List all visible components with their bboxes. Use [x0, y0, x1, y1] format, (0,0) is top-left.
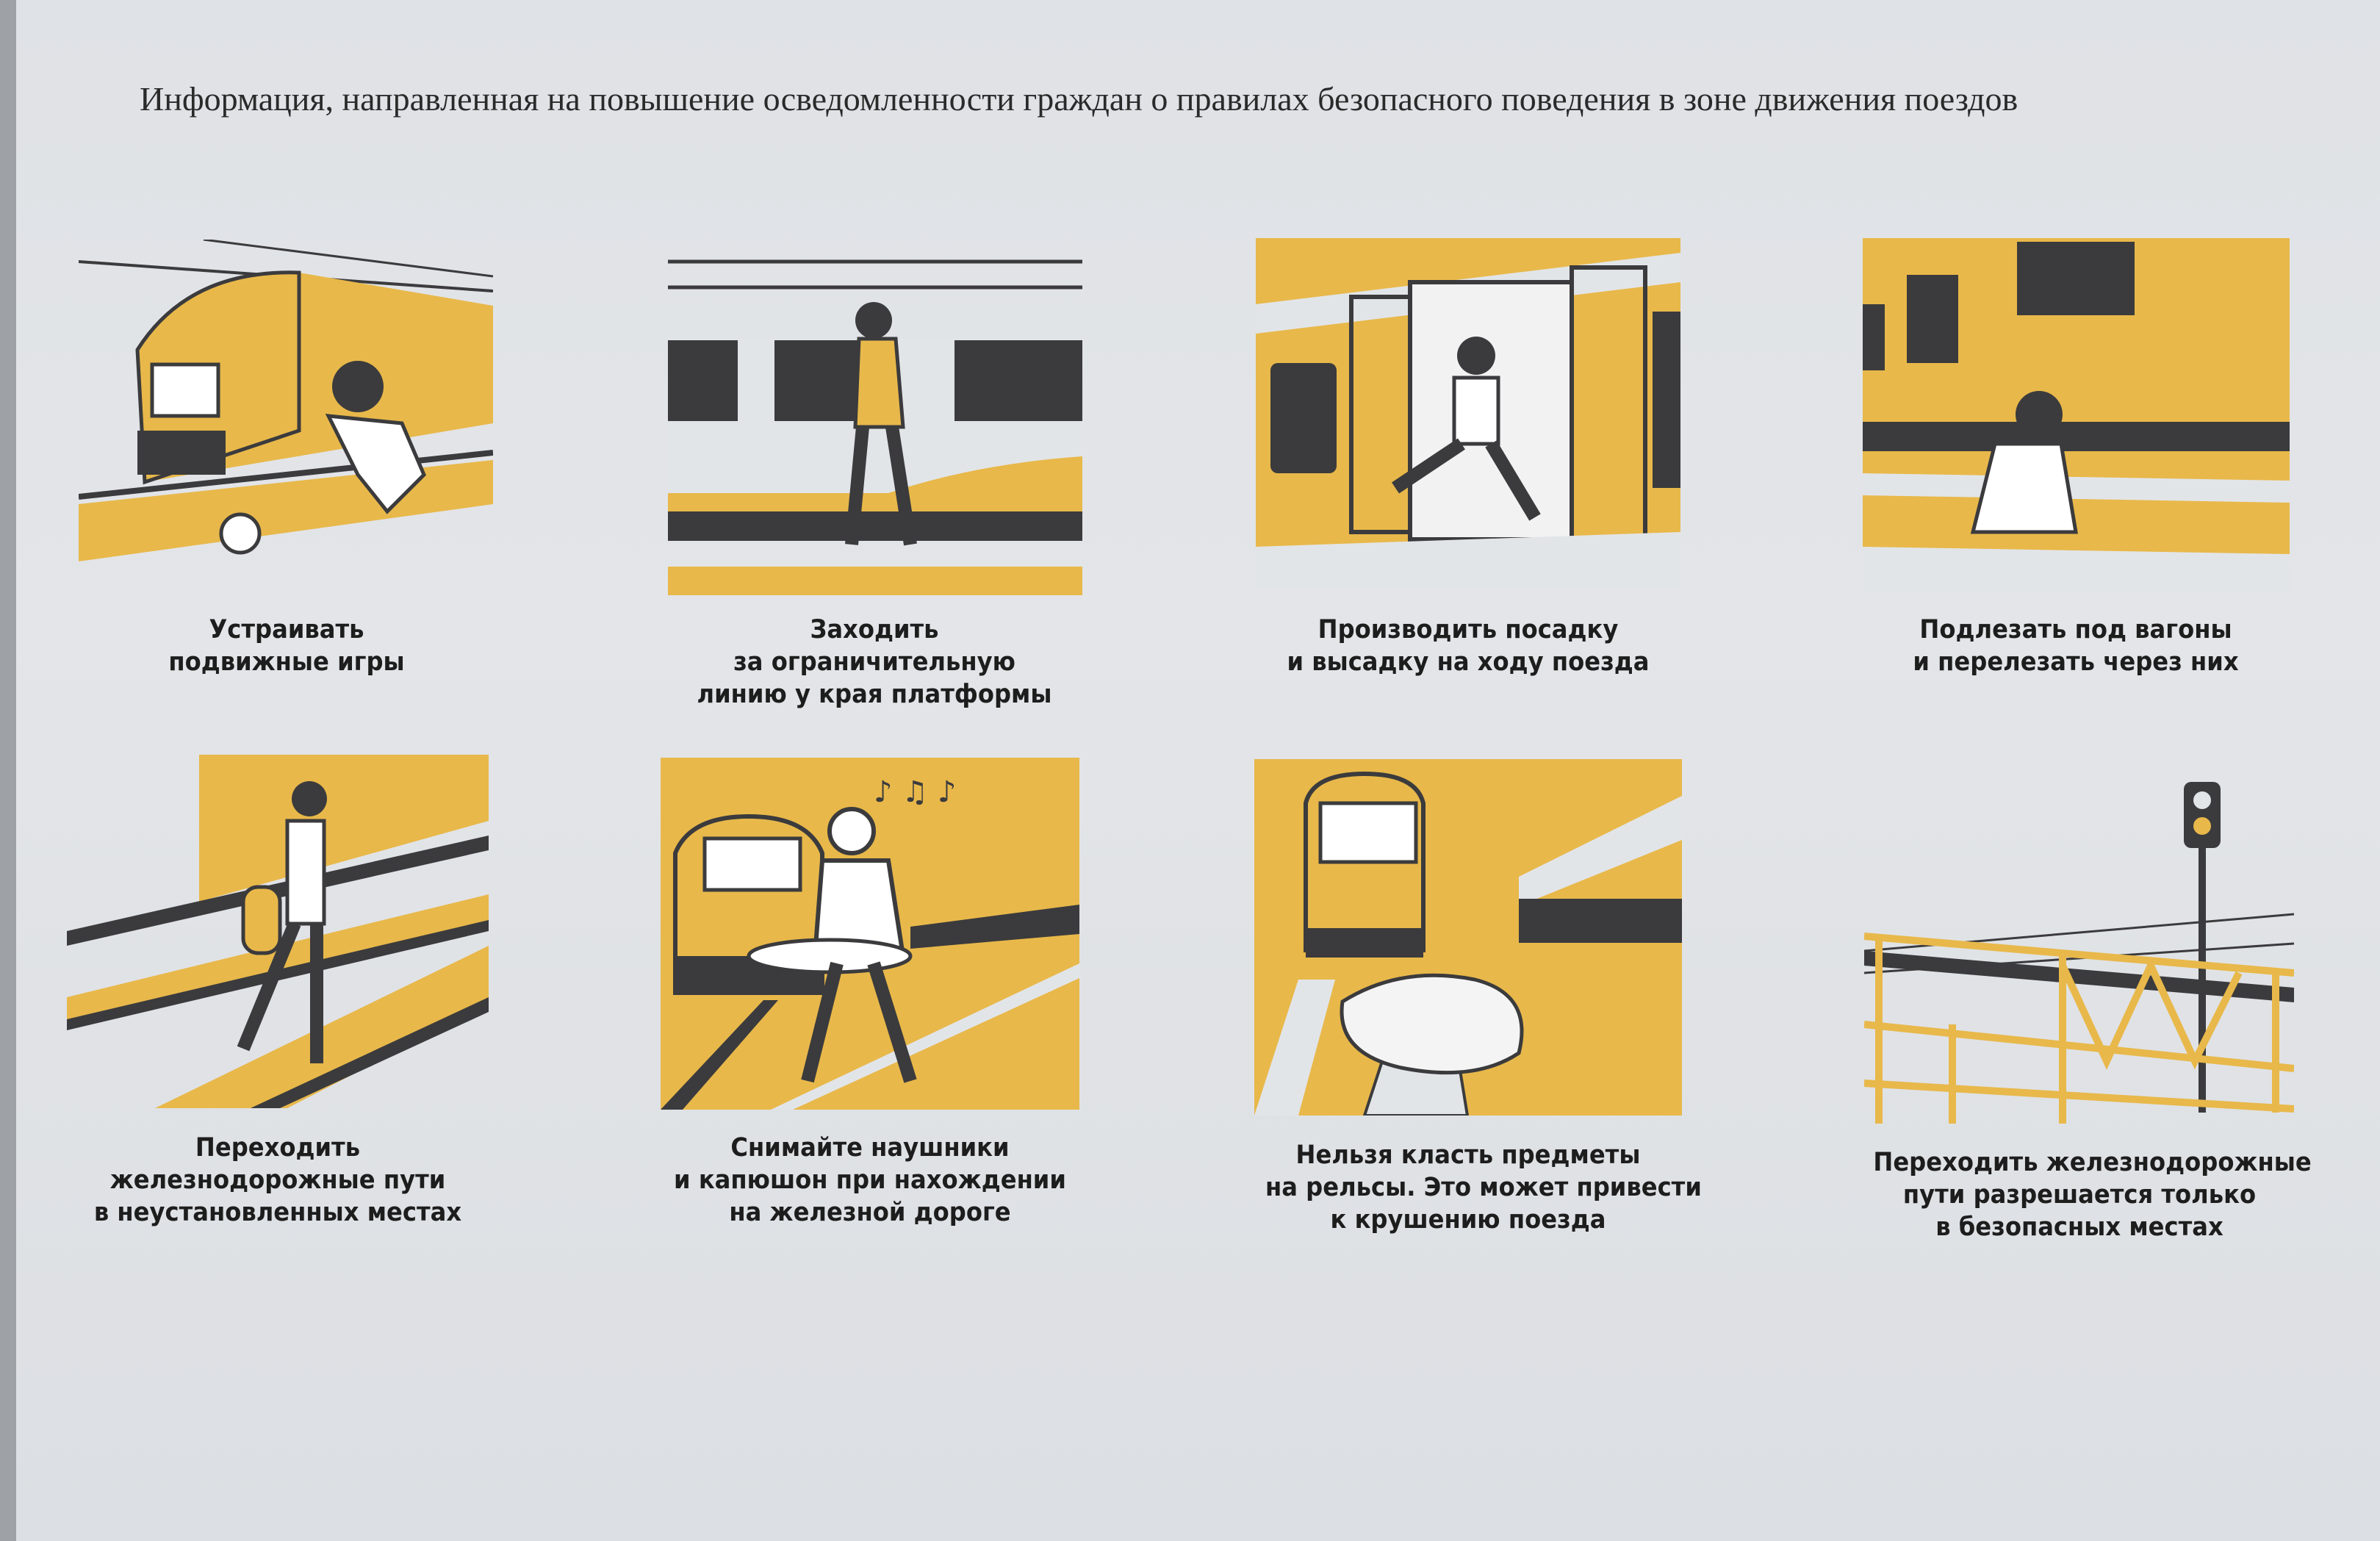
photo-edge [0, 0, 16, 1541]
caption-line: и капюшон при нахождении [674, 1165, 1066, 1195]
illustration-headphones-hood: ♪ ♫ ♪ [661, 758, 1079, 1110]
caption-line: железнодорожные пути [109, 1165, 446, 1195]
caption-line: в неустановленных местах [93, 1198, 462, 1227]
illustration-boarding-moving-train [1256, 238, 1680, 589]
caption-line: Производить посадку [1317, 615, 1619, 644]
caption-line: Снимайте наушники [730, 1133, 1010, 1163]
caption-5: Переходить железнодорожные пути в неуста… [75, 1132, 481, 1229]
caption-line: Заходить [810, 615, 939, 644]
svg-text:♪ ♫ ♪: ♪ ♫ ♪ [874, 775, 956, 809]
illustration-safe-crossing [1864, 782, 2294, 1124]
caption-line: и высадку на ходу поезда [1287, 647, 1650, 677]
caption-line: на железной дороге [729, 1198, 1011, 1227]
caption-line: и перелезать через них [1913, 647, 2239, 677]
caption-line: к крушению поезда [1330, 1205, 1606, 1235]
caption-line: подвижные игры [168, 647, 405, 677]
caption-3: Производить посадку и высадку на ходу по… [1265, 614, 1671, 678]
illustration-crawling-under-cars [1863, 238, 2290, 592]
caption-6: Снимайте наушники и капюшон при нахожден… [667, 1132, 1073, 1229]
caption-7: Нельзя класть предметы на рельсы. Это мо… [1265, 1139, 1702, 1236]
illustration-platform-edge-line [668, 258, 1082, 595]
caption-line: Подлезать под вагоны [1919, 615, 2232, 644]
caption-4: Подлезать под вагоны и перелезать через … [1873, 614, 2279, 678]
caption-line: Переходить железнодорожные [1873, 1148, 2312, 1177]
caption-line: за ограничительную [733, 647, 1015, 677]
poster-title: Информация, направленная на повышение ос… [140, 80, 2018, 118]
illustration-crossing-tracks-wrong-place [67, 755, 489, 1108]
illustration-playing-games [79, 240, 493, 561]
caption-8: Переходить железнодорожные пути разрешае… [1873, 1146, 2312, 1243]
caption-line: в безопасных местах [1935, 1213, 2223, 1242]
caption-line: Устраивать [209, 615, 364, 644]
caption-2: Заходить за ограничительную линию у края… [672, 614, 1077, 711]
caption-line: линию у края платформы [697, 680, 1052, 709]
caption-line: Переходить [195, 1133, 361, 1163]
caption-line: пути разрешается только [1902, 1180, 2257, 1210]
caption-1: Устраивать подвижные игры [84, 614, 489, 678]
caption-line: Нельзя класть предметы [1295, 1141, 1641, 1170]
caption-line: на рельсы. Это может привести [1265, 1173, 1702, 1202]
illustration-objects-on-rails [1254, 759, 1682, 1116]
